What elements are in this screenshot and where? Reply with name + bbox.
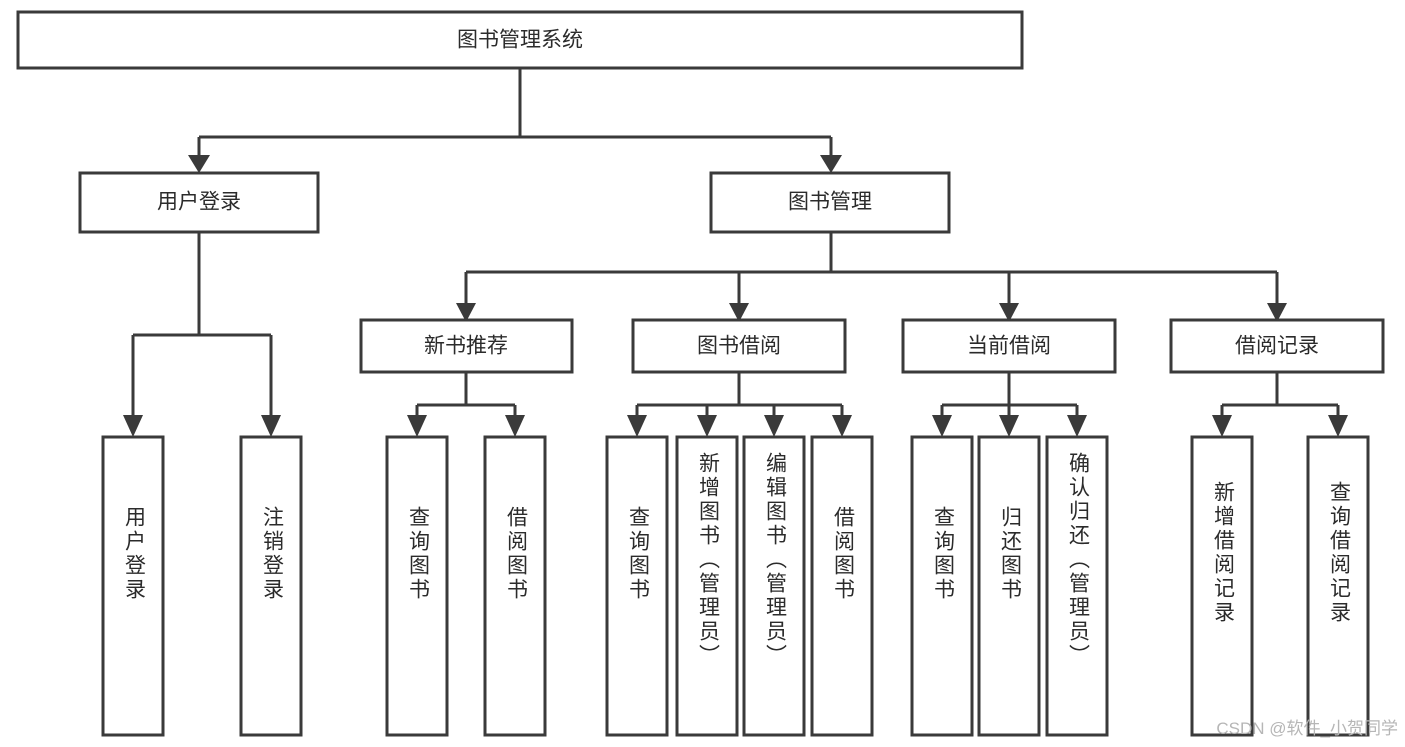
leaf-borrow-book-borrow[interactable]: 借阅图书 [810,435,874,737]
arrowhead-leaf10 [999,415,1019,437]
node-root-label: 图书管理系统 [457,29,583,52]
leaf-borrow-book-newbook[interactable]: 借阅图书 [483,435,547,737]
arrowhead-leaf12 [1212,415,1232,437]
leaf-add-borrow-record-label: 新增借阅记录 [1211,481,1235,625]
node-root-box[interactable] [16,10,1024,70]
leaf-user-login-box[interactable] [101,435,165,737]
arrowhead-leaf1 [123,415,143,437]
leaf-borrow-book-borrow-box[interactable] [810,435,874,737]
leaf-query-book-newbook-box[interactable] [385,435,449,737]
leaf-query-book-current[interactable]: 查询图书 [910,435,974,737]
arrowhead-borrow [729,303,749,322]
leaf-confirm-return-admin-label: 确认归还（管理员） [1066,452,1090,668]
arrowhead-bookmgmt [820,155,842,173]
arrowhead-leaf9 [932,415,952,437]
leaf-edit-book-admin[interactable]: 编辑图书（管理员） [742,435,806,737]
node-newbook-box[interactable] [359,318,574,374]
arrowhead-leaf3 [407,415,427,437]
node-newbook-label: 新书推荐 [424,335,508,358]
arrowhead-leaf8 [832,415,852,437]
leaf-logout-box[interactable] [239,435,303,737]
node-current[interactable]: 当前借阅 [901,318,1117,374]
leaf-edit-book-admin-box[interactable] [742,435,806,737]
leaf-add-book-admin-box[interactable] [675,435,739,737]
arrowhead-leaf7 [764,415,784,437]
connector-layer [123,68,1348,437]
node-login[interactable]: 用户登录 [78,171,320,234]
csdn-watermark: CSDN @软件_小贺同学 [1216,719,1398,738]
arrowhead-leaf2 [261,415,281,437]
node-login-label: 用户登录 [157,191,241,214]
leaf-logout-label: 注销登录 [260,506,284,602]
leaf-query-book-newbook-label: 查询图书 [406,506,430,602]
leaf-return-book-label: 归还图书 [998,506,1022,602]
arrowhead-record [1267,303,1287,322]
node-root[interactable]: 图书管理系统 [16,10,1024,70]
arrowhead-current [999,303,1019,322]
leaf-return-book[interactable]: 归还图书 [977,435,1041,737]
node-borrow[interactable]: 图书借阅 [631,318,847,374]
arrowhead-leaf11 [1067,415,1087,437]
arrowhead-leaf4 [505,415,525,437]
node-borrow-box[interactable] [631,318,847,374]
arrowhead-newbook [456,303,476,322]
leaf-query-book-current-label: 查询图书 [931,506,955,602]
leaf-borrow-book-newbook-box[interactable] [483,435,547,737]
leaf-borrow-book-newbook-label: 借阅图书 [504,506,528,602]
node-login-box[interactable] [78,171,320,234]
leaf-query-book-current-box[interactable] [910,435,974,737]
leaf-confirm-return-admin-box[interactable] [1045,435,1109,737]
leaf-query-borrow-record-label: 查询借阅记录 [1327,481,1351,625]
arrowhead-leaf5 [627,415,647,437]
arrowhead-login [188,155,210,173]
arrowhead-leaf6 [697,415,717,437]
leaf-query-borrow-record[interactable]: 查询借阅记录 [1306,435,1370,737]
leaf-edit-book-admin-label: 编辑图书（管理员） [763,452,787,668]
leaf-add-borrow-record-box[interactable] [1190,435,1254,737]
node-record-label: 借阅记录 [1235,335,1319,358]
leaf-user-login-label: 用户登录 [122,506,146,602]
node-record[interactable]: 借阅记录 [1169,318,1385,374]
leaf-query-book-borrow-box[interactable] [605,435,669,737]
node-bookmgmt-label: 图书管理 [788,191,872,214]
leaf-query-book-borrow-label: 查询图书 [626,506,650,602]
leaf-add-book-admin[interactable]: 新增图书（管理员） [675,435,739,737]
leaf-confirm-return-admin[interactable]: 确认归还（管理员） [1045,435,1109,737]
leaf-add-borrow-record[interactable]: 新增借阅记录 [1190,435,1254,737]
leaf-query-book-newbook[interactable]: 查询图书 [385,435,449,737]
leaf-user-login[interactable]: 用户登录 [101,435,165,737]
node-current-label: 当前借阅 [967,335,1051,358]
node-current-box[interactable] [901,318,1117,374]
node-bookmgmt[interactable]: 图书管理 [709,171,951,234]
leaf-query-borrow-record-box[interactable] [1306,435,1370,737]
node-newbook[interactable]: 新书推荐 [359,318,574,374]
arrowhead-leaf13 [1328,415,1348,437]
node-record-box[interactable] [1169,318,1385,374]
node-borrow-label: 图书借阅 [697,335,781,358]
leaf-borrow-book-borrow-label: 借阅图书 [831,506,855,602]
node-bookmgmt-box[interactable] [709,171,951,234]
leaf-return-book-box[interactable] [977,435,1041,737]
leaf-query-book-borrow[interactable]: 查询图书 [605,435,669,737]
leaf-add-book-admin-label: 新增图书（管理员） [696,452,720,668]
leaf-logout[interactable]: 注销登录 [239,435,303,737]
